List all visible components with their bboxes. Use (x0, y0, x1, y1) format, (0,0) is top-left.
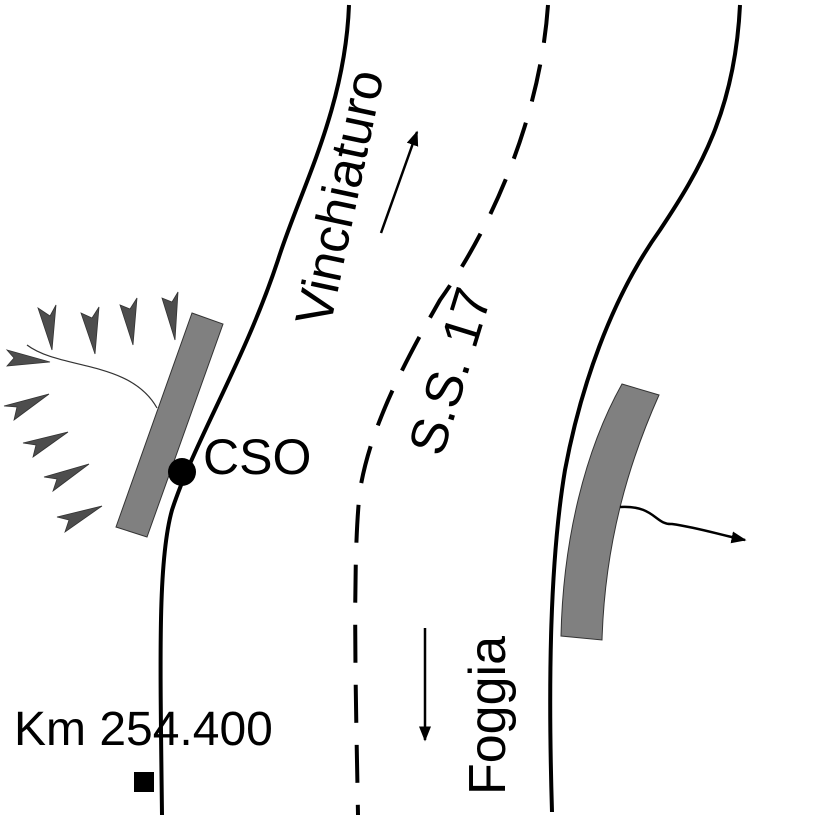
spray-arrow-icon (3, 393, 50, 421)
spray-arrow-icon (56, 505, 103, 534)
spray-arrow-icon (22, 431, 69, 458)
left-barrier (115, 312, 224, 538)
road-name-label: S.S. 17 (398, 281, 503, 461)
right-barrier (560, 383, 660, 641)
kilometer-marker (134, 772, 154, 792)
spray-arrow-icon (161, 291, 179, 341)
road-centerline (353, 4, 550, 816)
road-left-edge (158, 4, 351, 816)
road-right-edge (548, 4, 742, 813)
spray-arrow-icon (119, 297, 138, 346)
arrow-north-icon (379, 130, 419, 234)
spray-arrow-icon (80, 306, 100, 355)
flow-line (26, 344, 158, 409)
kilometer-label: Km 254.400 (14, 703, 273, 756)
spray-arrow-icon (43, 463, 90, 493)
discharge-arrow (619, 505, 747, 544)
direction-label-foggia: Foggia (459, 636, 517, 795)
spray-arrow-icon (37, 304, 57, 351)
cso-point (168, 458, 196, 486)
spray-arrow-icon (5, 349, 51, 367)
cso-label: CSO (203, 429, 311, 485)
